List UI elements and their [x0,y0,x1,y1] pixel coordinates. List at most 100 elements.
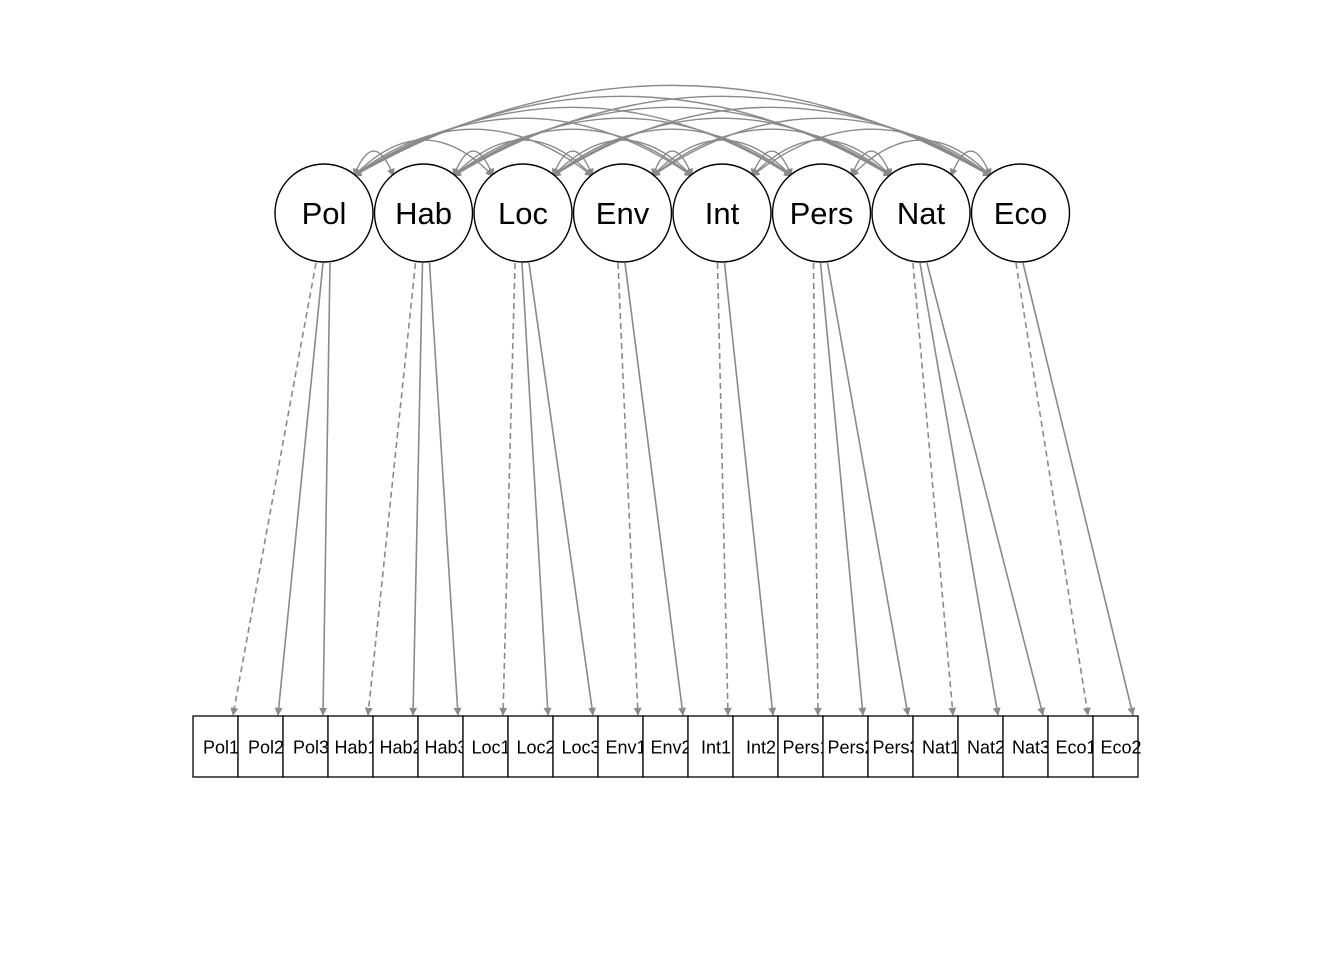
cov-loc-nat [552,117,892,177]
latent-circle [970,163,1071,263]
latent-label: Hab [395,196,452,231]
latent-hab: Hab [373,163,474,263]
manifest-pol2: Pol2 [237,715,284,778]
covariance-arcs [352,84,992,177]
latent-circle [473,163,573,263]
cov-loc-env [551,150,594,177]
manifest-pol3: Pol3 [282,715,329,778]
manifest-label: Pol3 [293,738,329,758]
latent-eco: Eco [970,163,1071,263]
cov-int-eco [751,128,992,177]
manifest-box [462,715,509,778]
loading-hab-hab2 [409,262,424,716]
manifest-nat3: Nat3 [1002,715,1050,778]
manifest-hab1: Hab1 [327,715,378,778]
manifest-box [957,715,1004,778]
latent-label: Pers [790,196,854,231]
cov-int-pers [750,150,793,177]
manifest-label: Pers3 [872,738,919,758]
latent-label: Eco [994,196,1047,231]
cov-env-pers [651,139,793,177]
loading-int-int2 [723,262,777,716]
manifest-label: Nat1 [922,738,960,758]
loading-loc-loc1 [499,262,516,716]
manifest-label: Eco2 [1100,738,1141,758]
cov-hab-pers [452,117,793,177]
latent-nat: Nat [871,163,971,263]
cov-nat-eco [949,150,992,177]
cov-loc-eco [552,106,992,177]
cov-pol-env [353,128,594,177]
cov-hab-loc [452,150,495,177]
loading-pol-pol2 [274,262,324,716]
latent-pers: Pers [771,163,872,263]
cov-pers-eco [850,139,992,177]
manifest-loc2: Loc2 [507,715,556,778]
cov-env-int [651,150,694,177]
loading-int-int1 [716,262,732,716]
manifest-eco1: Eco1 [1047,715,1097,778]
manifest-label: Env1 [605,738,646,758]
latent-circle [274,163,374,263]
loading-env-env2 [624,262,687,716]
manifest-label: Nat2 [967,738,1005,758]
latent-label: Nat [897,196,946,231]
manifest-pers1: Pers1 [777,715,830,778]
cov-hab-eco [452,95,992,177]
manifest-hab3: Hab3 [417,715,468,778]
factor-loadings [230,262,1136,716]
manifest-box [822,715,869,778]
latent-circle [871,163,971,263]
manifest-label: Pers2 [827,738,874,758]
loading-pol-pol1 [230,262,317,716]
latent-circle [572,163,673,263]
loading-loc-loc3 [528,262,596,716]
manifest-label: Loc2 [516,738,555,758]
loading-nat-nat1 [912,262,957,716]
cov-loc-pers [552,128,793,177]
manifest-int1: Int1 [687,715,734,778]
manifest-pers2: Pers2 [822,715,875,778]
manifest-label: Pers1 [782,738,829,758]
manifest-label: Hab2 [379,738,422,758]
latent-circle [672,163,772,263]
manifest-hab2: Hab2 [372,715,423,778]
cov-pol-hab [352,150,395,177]
manifest-box [507,715,554,778]
latent-label: Pol [302,196,347,231]
latent-loc: Loc [473,163,573,263]
manifest-label: Pol2 [248,738,284,758]
latent-int: Int [672,163,772,263]
manifest-label: Pol1 [203,738,239,758]
manifest-box [597,715,644,778]
manifest-label: Int1 [701,738,731,758]
manifest-box [732,715,779,778]
cov-env-eco [651,117,992,177]
manifest-box [912,715,959,778]
loading-env-env1 [617,262,642,716]
latent-circle [373,163,474,263]
manifest-box [1092,715,1139,778]
manifest-box [642,715,689,778]
latent-circle [771,163,872,263]
cov-hab-nat [452,106,892,177]
manifest-label: Hab3 [424,738,467,758]
manifest-loc3: Loc3 [552,715,601,778]
loading-pers-pers3 [826,262,911,716]
cov-pol-int [353,117,693,177]
latent-label: Loc [498,196,548,231]
manifest-label: Nat3 [1012,738,1050,758]
loading-nat-nat3 [926,262,1046,716]
manifest-box [687,715,734,778]
loading-hab-hab1 [364,262,417,716]
loading-pol-pol3 [319,262,331,716]
cov-pers-nat [850,150,893,177]
latent-label: Int [705,196,740,231]
manifest-nat2: Nat2 [957,715,1005,778]
manifest-pers3: Pers3 [867,715,920,778]
manifest-loc1: Loc1 [462,715,511,778]
cov-hab-int [452,128,693,177]
manifest-env1: Env1 [597,715,647,778]
loading-loc-loc2 [521,262,552,716]
